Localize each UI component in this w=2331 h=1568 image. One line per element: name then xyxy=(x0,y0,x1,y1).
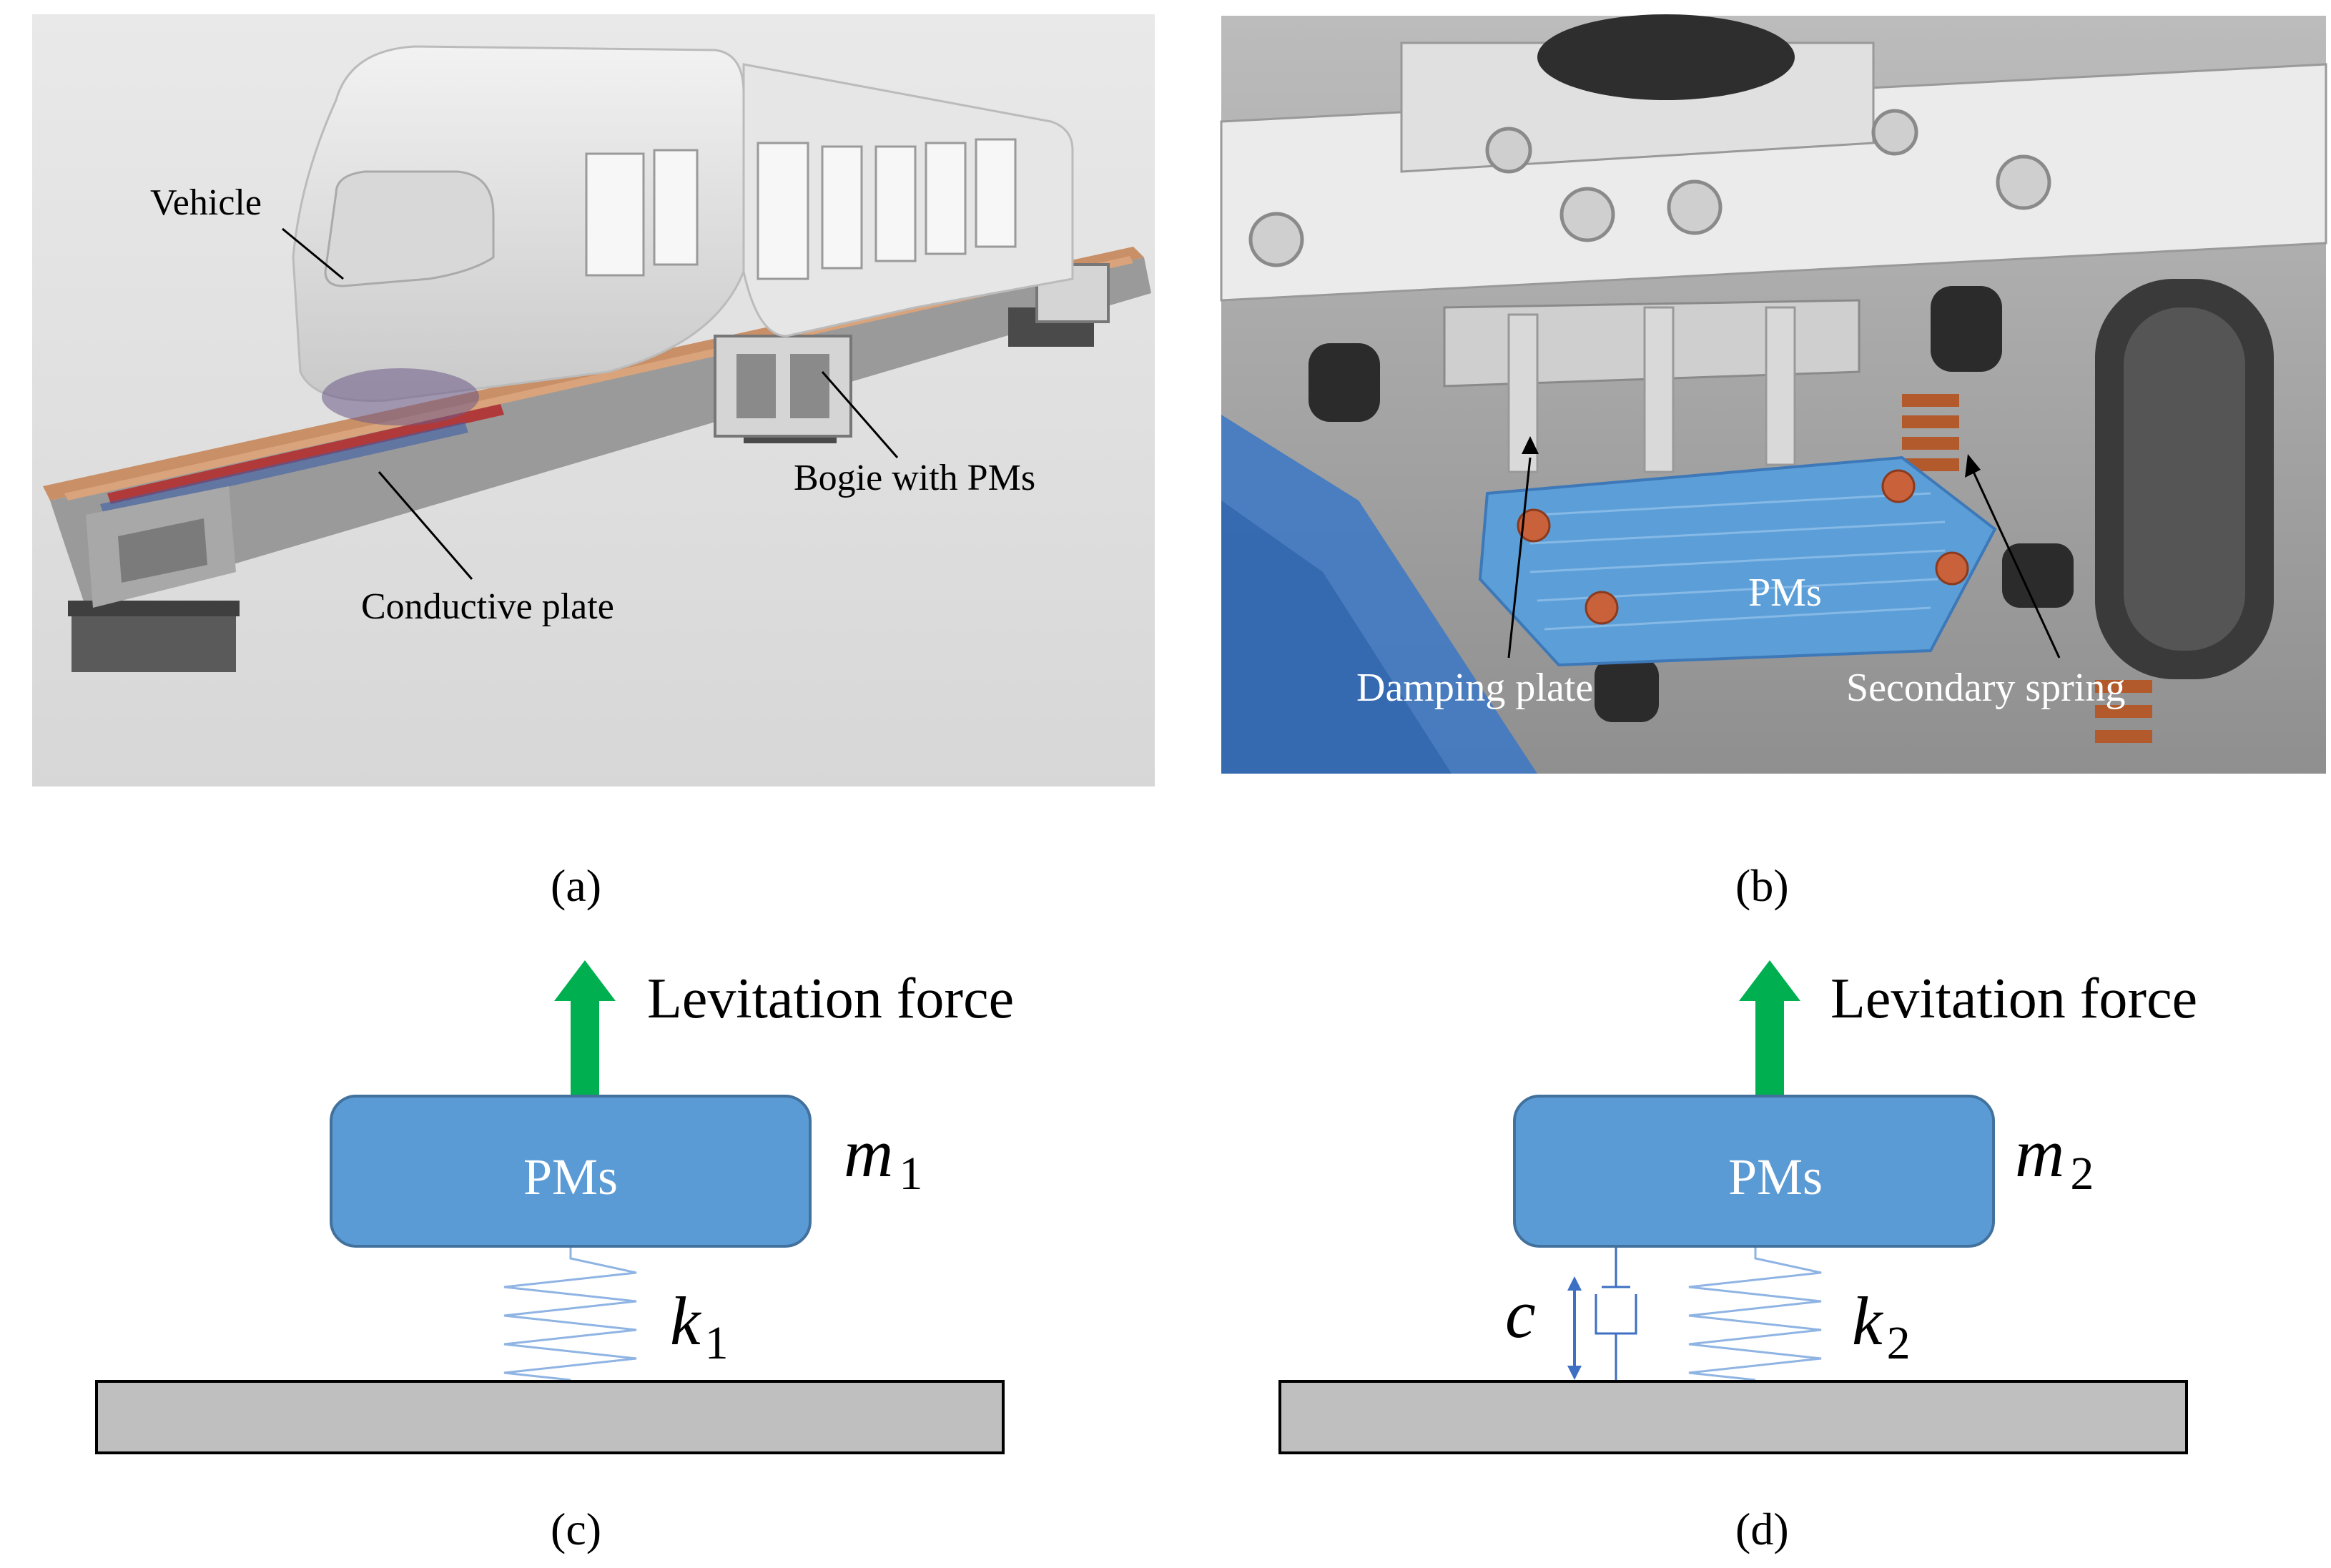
spring-symbol-d: k2 xyxy=(1852,1283,1911,1369)
bogie-label: Bogie with PMs xyxy=(794,458,1035,498)
mass-block-label-d: PMs xyxy=(1728,1148,1823,1205)
panel-c-caption: (c) xyxy=(551,1504,601,1554)
secondary-spring-label: Secondary spring xyxy=(1846,666,2125,710)
panel-a-rendering: Vehicle Bogie with PMs Conductive plate xyxy=(32,14,1155,787)
mass-block-c xyxy=(330,1095,812,1248)
panel-a-caption: (a) xyxy=(551,860,601,911)
panel-d-caption: (d) xyxy=(1735,1504,1789,1554)
pms-label-b: PMs xyxy=(1748,571,1822,615)
conductive-plate-label: Conductive plate xyxy=(361,586,614,627)
damper-symbol-d: c xyxy=(1505,1276,1536,1352)
levitation-force-label-d: Levitation force xyxy=(1830,967,2197,1030)
vehicle-body xyxy=(292,45,1074,425)
spring-c xyxy=(503,1248,637,1381)
panel-b-caption: (b) xyxy=(1735,860,1789,911)
ground-c xyxy=(95,1380,1005,1454)
levitation-force-arrow-c xyxy=(554,960,616,1105)
damping-plate-label: Damping plate xyxy=(1356,666,1593,710)
vehicle-label: Vehicle xyxy=(150,182,262,223)
levitation-force-label-c: Levitation force xyxy=(647,967,1014,1030)
damper-direction-arrow xyxy=(1567,1276,1582,1380)
ground-d xyxy=(1278,1380,2188,1454)
spring-d xyxy=(1688,1248,1822,1381)
panel-b-rendering: PMs Damping plate Secondary spring xyxy=(1220,14,2327,774)
pm-plate xyxy=(1478,455,1997,667)
levitation-force-arrow-d xyxy=(1739,960,1800,1105)
damper-d xyxy=(1595,1248,1637,1381)
spring-symbol-c: k1 xyxy=(670,1283,729,1369)
mass-block-label-c: PMs xyxy=(523,1148,618,1205)
mass-block-d xyxy=(1513,1095,1995,1248)
